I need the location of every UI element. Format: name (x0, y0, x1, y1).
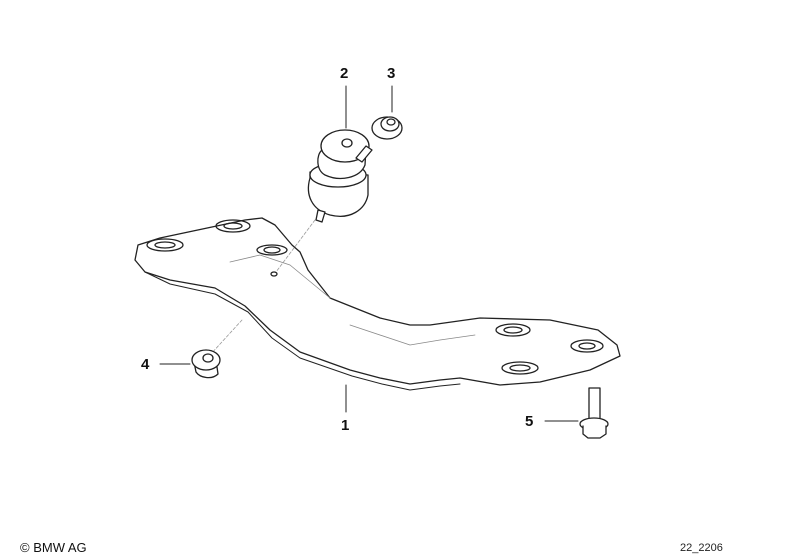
callout-4[interactable]: 4 (141, 356, 150, 373)
copyright-text: © BMW AG (20, 540, 87, 555)
crossmember-part (134, 217, 621, 391)
rubber-mount-part (307, 129, 373, 223)
diagram-code: 22_2206 (680, 542, 723, 554)
collar-nut-part (191, 349, 221, 379)
callout-5[interactable]: 5 (525, 413, 534, 430)
callout-1[interactable]: 1 (341, 417, 350, 434)
callout-2[interactable]: 2 (340, 65, 349, 82)
hex-nut-part (371, 116, 403, 140)
callout-3[interactable]: 3 (387, 65, 396, 82)
flange-bolt-part (579, 387, 609, 439)
